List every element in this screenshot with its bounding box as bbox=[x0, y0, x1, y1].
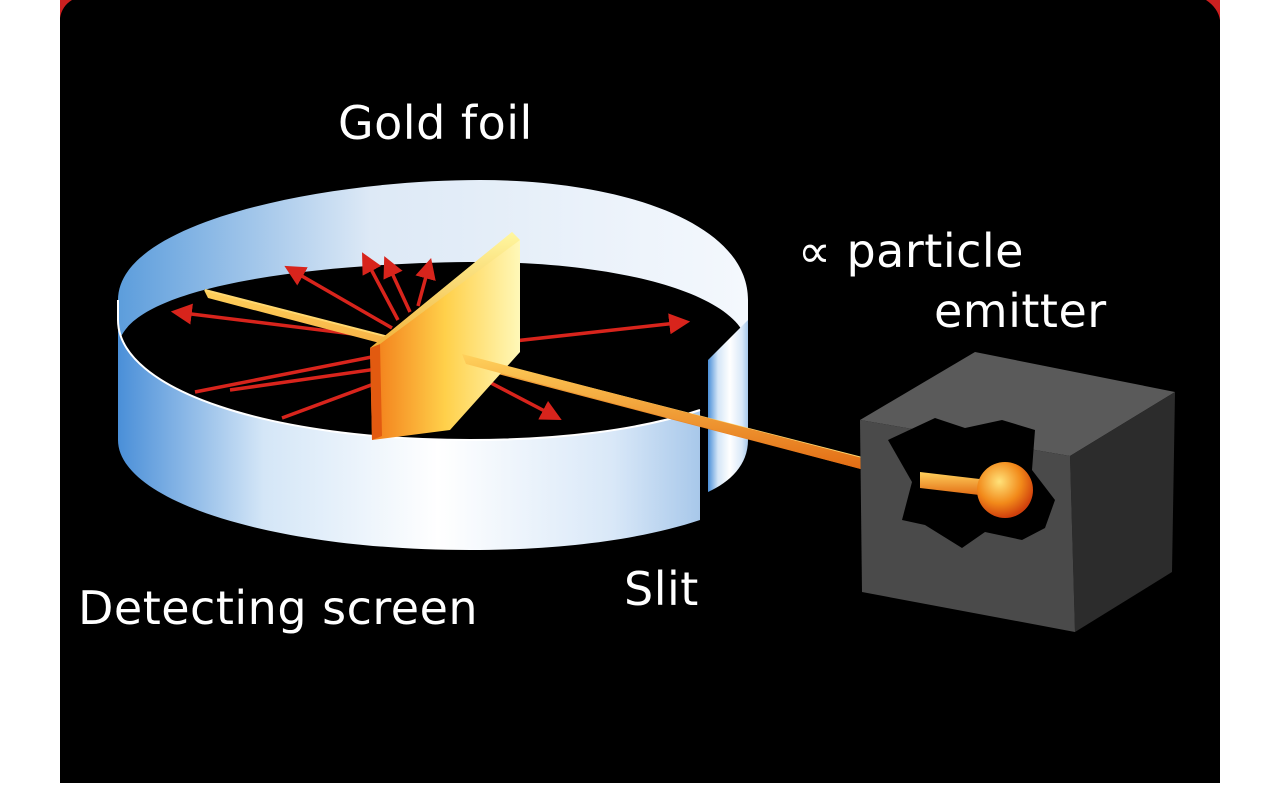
scatter-arrow bbox=[362, 252, 400, 321]
corner-accent-left bbox=[60, 0, 72, 18]
scatter-arrow bbox=[229, 366, 385, 392]
gold-foil-label: Gold foil bbox=[338, 96, 533, 150]
scatter-arrow bbox=[415, 257, 436, 307]
scatter-arrow bbox=[194, 353, 383, 394]
corner-accent bbox=[1206, 0, 1220, 20]
scatter-arrow bbox=[284, 265, 393, 330]
emitter-label-line1: ∝ particle bbox=[798, 224, 1024, 278]
emitter-label-line2: emitter bbox=[934, 284, 1107, 338]
emitter-box bbox=[860, 352, 1175, 632]
slit-label: Slit bbox=[624, 562, 699, 616]
scatter-arrow bbox=[383, 256, 412, 313]
gold-foil bbox=[370, 232, 520, 440]
emitter-label: ∝ particle emitter bbox=[798, 228, 1107, 334]
alpha-beam-front bbox=[462, 354, 872, 472]
detecting-screen-label: Detecting screen bbox=[78, 581, 479, 635]
